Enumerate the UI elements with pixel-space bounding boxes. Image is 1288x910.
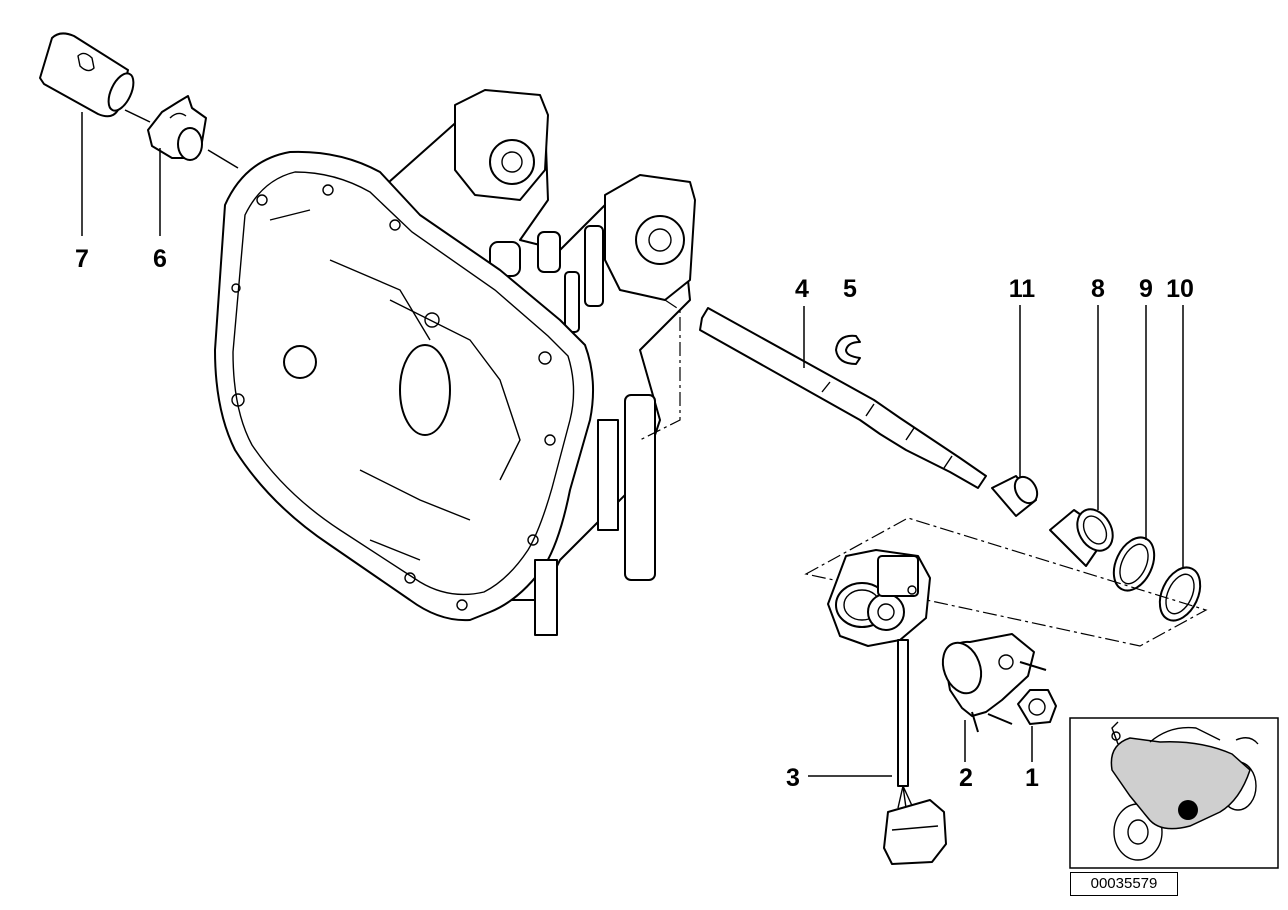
part-9-ring	[1112, 305, 1156, 592]
gearbox-housing	[214, 89, 696, 636]
part-1-nut	[1017, 689, 1057, 762]
part-4-shaft	[699, 306, 987, 489]
label-5: 5	[843, 275, 857, 303]
part-6-clip	[147, 95, 239, 236]
part-3-sensor	[808, 549, 947, 865]
part-2-lever	[941, 633, 1047, 762]
part-5-circlip	[835, 334, 861, 365]
part-8-bearing	[1049, 305, 1114, 567]
diagram-number: 00035579	[1070, 872, 1178, 896]
label-7: 7	[75, 245, 89, 273]
label-10: 10	[1166, 275, 1194, 303]
motorcycle-icon	[1110, 721, 1259, 861]
label-6: 6	[153, 245, 167, 273]
part-10-seal	[1158, 305, 1202, 622]
label-1: 1	[1025, 764, 1039, 792]
label-11: 11	[1009, 275, 1036, 303]
label-8: 8	[1091, 275, 1105, 303]
motorcycle-thumbnail	[1069, 717, 1279, 869]
label-2: 2	[959, 764, 973, 792]
assembly-outline	[804, 517, 1208, 647]
location-marker	[1178, 800, 1198, 820]
label-3: 3	[786, 764, 800, 792]
position-labels: 7 6 4 5 11 8 9 10 3 2 1	[75, 245, 1194, 792]
label-4: 4	[795, 275, 809, 303]
label-9: 9	[1139, 275, 1153, 303]
part-11-bushing	[991, 305, 1039, 517]
part-7-sleeve	[39, 32, 151, 236]
